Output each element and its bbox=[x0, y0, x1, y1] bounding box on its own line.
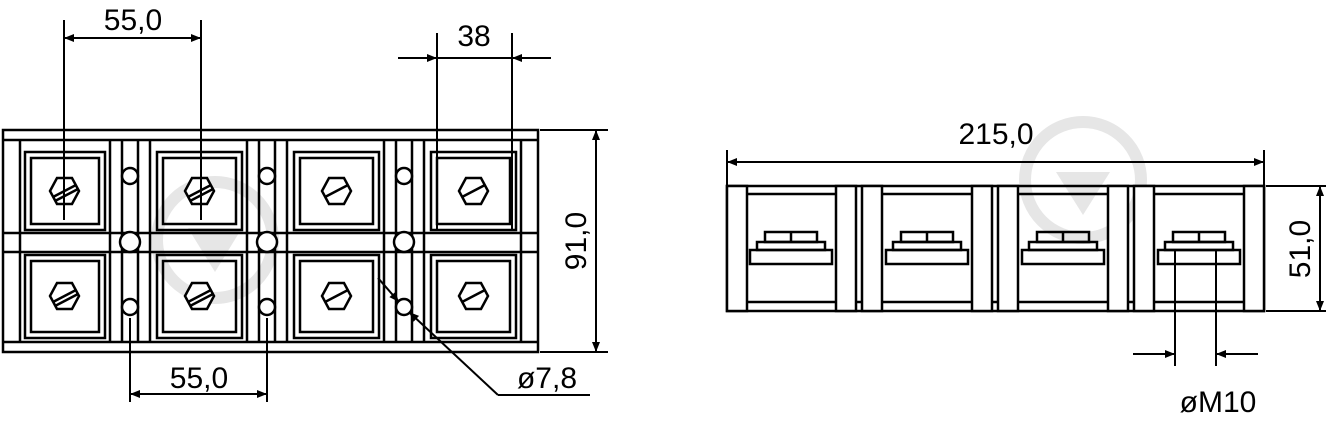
dim-side-height-label: 51,0 bbox=[1284, 220, 1317, 278]
dim-pitch-top-label: 55,0 bbox=[104, 4, 162, 37]
dim-pitch-bottom-label: 55,0 bbox=[170, 362, 228, 395]
dim-hole-label: ø7,8 bbox=[517, 362, 577, 395]
dim-terminal-width-label: 38 bbox=[457, 20, 490, 53]
front-dimensions bbox=[63, 20, 608, 402]
side-dimensions bbox=[726, 150, 1326, 366]
dim-height-label: 91,0 bbox=[560, 212, 593, 270]
mounting-hole-icon bbox=[118, 166, 416, 317]
dim-length-label: 215,0 bbox=[958, 118, 1033, 151]
dim-thread-label: øM10 bbox=[1180, 386, 1257, 419]
watermark-logo-icon bbox=[1019, 112, 1147, 244]
side-view bbox=[725, 184, 1266, 313]
screw-slot-icon bbox=[52, 183, 486, 308]
